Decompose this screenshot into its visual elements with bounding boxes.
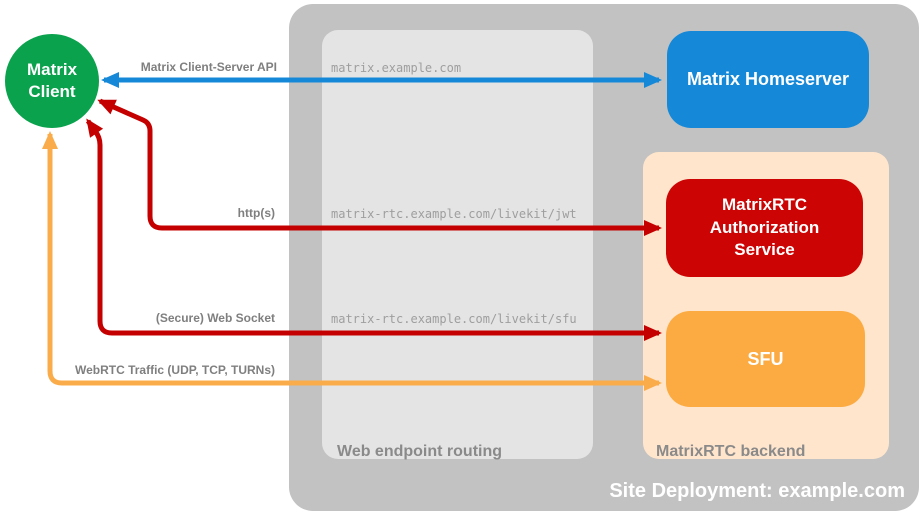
web-endpoint-routing-container [322,30,593,459]
caption-web-endpoint-routing: Web endpoint routing [337,443,503,460]
node-matrix-client: Matrix Client [5,34,99,128]
node-sfu-label: SFU [747,348,784,369]
edge-label-https: http(s) [237,206,275,220]
caption-site-deployment: Site Deployment: example.com [609,480,905,502]
node-sfu: SFU [666,311,865,407]
node-matrixrtc-authorization-service-label: MatrixRTC Authorization Service [709,194,820,260]
endpoint-livekit-sfu: matrix-rtc.example.com/livekit/sfu [331,312,577,326]
caption-matrixrtc-backend: MatrixRTC backend [656,443,806,460]
endpoint-matrix-example-com: matrix.example.com [331,61,462,75]
node-matrixrtc-authorization-service: MatrixRTC Authorization Service [666,179,863,277]
node-matrix-homeserver-label: Matrix Homeserver [686,69,850,89]
edge-label-matrix-client-server-api: Matrix Client-Server API [140,60,277,74]
edge-label-secure-web-socket: (Secure) Web Socket [155,311,275,325]
node-matrix-homeserver: Matrix Homeserver [667,31,869,128]
node-matrix-client-label: Matrix Client [26,59,78,101]
edge-label-webrtc-traffic: WebRTC Traffic (UDP, TCP, TURNs) [74,363,275,377]
endpoint-livekit-jwt: matrix-rtc.example.com/livekit/jwt [331,207,577,221]
